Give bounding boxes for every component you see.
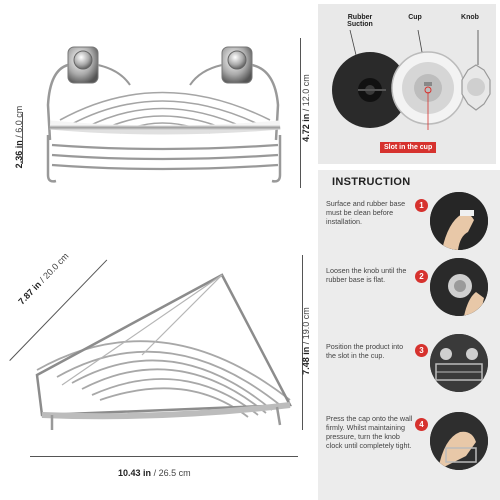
basket-front-view [46, 46, 282, 183]
step-3-text: Position the product into the slot in th… [326, 342, 404, 360]
dimension-height-small: 2.36 in / 6.0 cm [14, 105, 24, 169]
step-1-text: Surface and rubber base must be clean be… [326, 199, 406, 226]
instruction-title: INSTRUCTION [332, 176, 411, 188]
step-1-badge: 1 [415, 199, 428, 212]
step-1-image [430, 192, 488, 250]
dimension-height-large: 4.72 in / 12.0 cm [301, 74, 311, 142]
suction-cup-left-icon [67, 46, 99, 84]
step-4-text: Press the cap onto the wall firmly. Whil… [326, 414, 413, 450]
dimension-line-small-height [22, 112, 24, 164]
step-2-text: Loosen the knob until the rubber base is… [326, 266, 407, 284]
rubber-base-icon [332, 52, 408, 128]
dimension-line-side [302, 255, 304, 430]
step-4-badge: 4 [415, 418, 428, 431]
label-cup: Cup [408, 14, 422, 21]
dimension-line-width [30, 456, 298, 458]
step-2-badge: 2 [415, 270, 428, 283]
step-3-image [430, 334, 488, 392]
suction-parts-illustration [332, 30, 491, 130]
suction-cup-right-icon [221, 46, 253, 84]
knob-icon [461, 64, 491, 111]
dimension-side: 7.48 in / 19.0 cm [301, 307, 311, 375]
step-2-image [430, 258, 488, 316]
dimension-width: 10.43 in / 26.5 cm [118, 468, 191, 478]
label-rubber-suction: Rubber Suction [347, 14, 373, 28]
label-knob: Knob [461, 14, 479, 21]
basket-top-view [35, 273, 293, 430]
cup-icon [391, 51, 465, 125]
step-3-badge: 3 [415, 344, 428, 357]
label-slot-in-cup: Slot in the cup [380, 142, 437, 153]
dimension-line-large-height [300, 38, 302, 188]
step-4-image [430, 412, 488, 470]
